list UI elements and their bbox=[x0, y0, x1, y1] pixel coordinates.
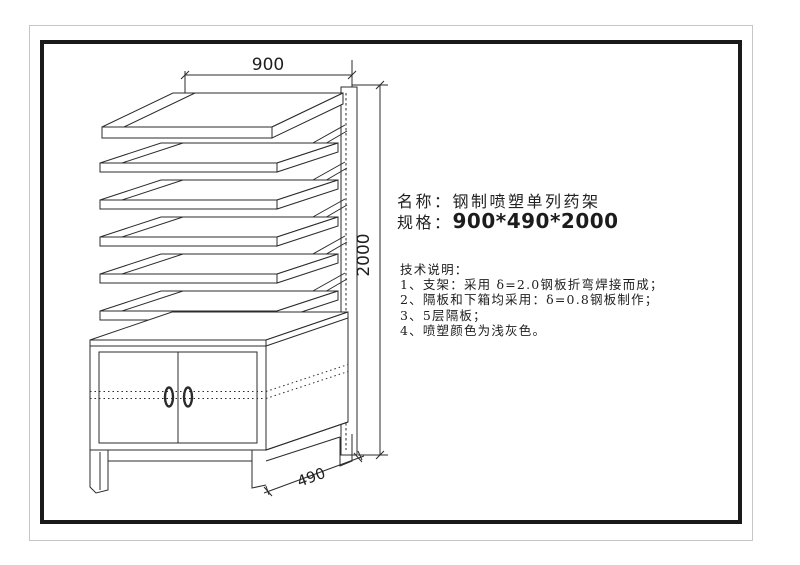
bottom-cabinet bbox=[89, 311, 353, 494]
tech-notes: 技术说明： 1、支架：采用 δ=2.0钢板折弯焊接而成； 2、隔板和下箱均采用：… bbox=[400, 262, 664, 338]
tech-note-item: 2、隔板和下箱均采用：δ=0.8钢板制作； bbox=[400, 292, 659, 308]
tech-note-item: 3、5层隔板； bbox=[400, 307, 487, 323]
dimension-height-2000: 2000 bbox=[352, 80, 388, 460]
right-door-handle bbox=[182, 386, 194, 408]
dimension-depth-490: 490 bbox=[263, 450, 365, 497]
tech-notes-heading: 技术说明： bbox=[400, 262, 469, 277]
width-dimension-label: 900 bbox=[252, 55, 284, 75]
tech-note-item: 4、喷塑颜色为浅灰色。 bbox=[400, 322, 547, 338]
left-door-handle bbox=[163, 386, 175, 408]
shelf-3 bbox=[99, 216, 339, 247]
rack-top-panel bbox=[101, 92, 344, 139]
shelf-2 bbox=[99, 179, 339, 210]
cabinet-legs bbox=[89, 421, 353, 494]
spec-value: 900*490*2000 bbox=[452, 209, 619, 233]
depth-dimension-label: 490 bbox=[295, 464, 328, 491]
product-spec-line: 规格：900*490*2000 bbox=[397, 209, 619, 233]
tech-note-item: 1、支架：采用 δ=2.0钢板折弯焊接而成； bbox=[400, 277, 664, 293]
shelf-4 bbox=[99, 253, 339, 284]
height-dimension-label: 2000 bbox=[354, 233, 374, 276]
door-dotted-lines bbox=[90, 364, 349, 399]
dimension-width-900: 900 bbox=[180, 55, 357, 93]
shelf-1 bbox=[99, 142, 339, 173]
spec-label: 规格： bbox=[397, 213, 453, 232]
product-name-line: 名称：钢制喷塑单列药架 bbox=[397, 192, 601, 211]
